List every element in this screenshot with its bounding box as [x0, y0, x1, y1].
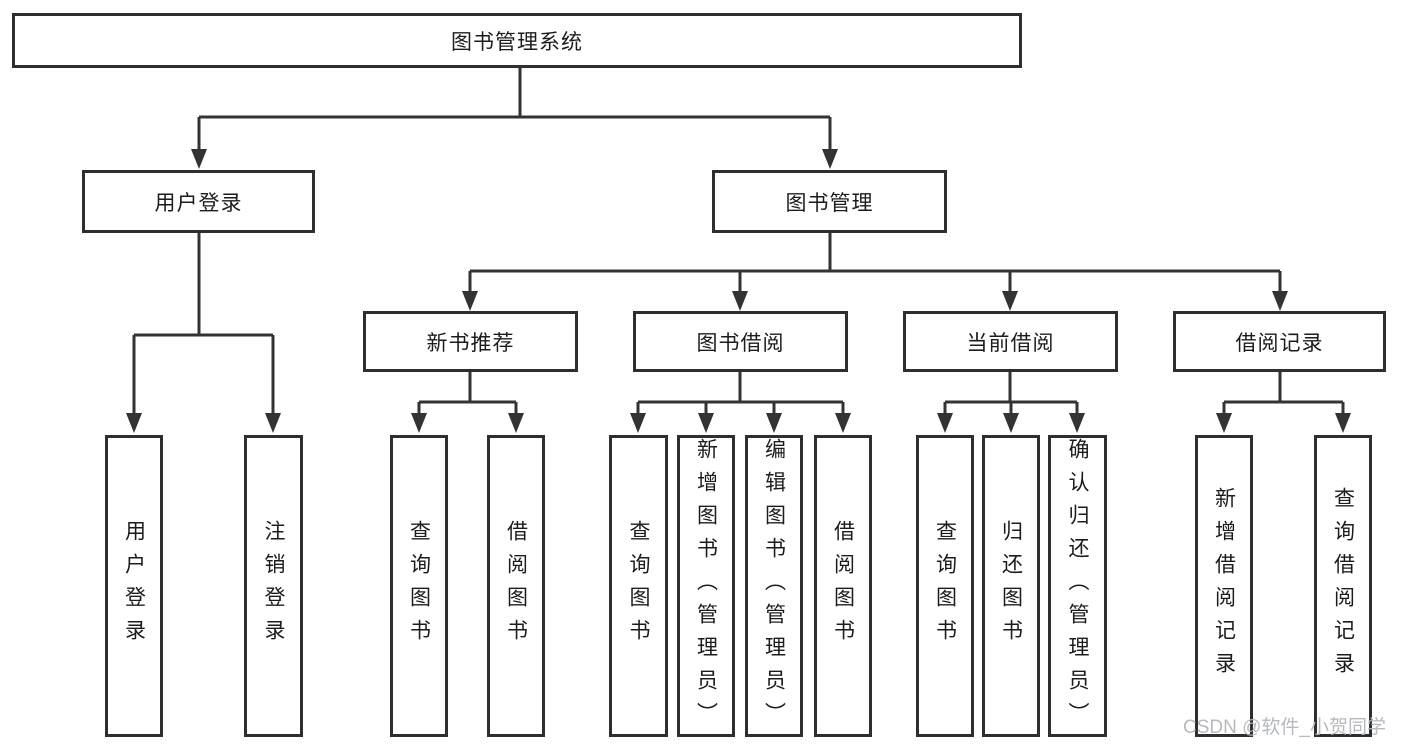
branch-current-borrow [937, 372, 1085, 433]
leaf-logout: 注销登录 [244, 435, 303, 737]
node-root-label: 图书管理系统 [451, 30, 583, 54]
leaf-label: 新增借阅记录 [1212, 487, 1236, 685]
leaf-label: 编辑图书（管理员） [762, 437, 786, 735]
leaf-label: 借阅图书 [831, 520, 855, 652]
leaf-user-login: 用户登录 [105, 435, 163, 737]
leaf-label: 新增图书（管理员） [694, 437, 718, 735]
leaf-label: 查询借阅记录 [1331, 487, 1355, 685]
node-root: 图书管理系统 [12, 13, 1022, 68]
node-book-borrow: 图书借阅 [633, 311, 848, 372]
branch-root [191, 68, 838, 169]
leaf-label: 注销登录 [262, 520, 285, 652]
node-label: 图书管理 [785, 191, 874, 215]
branch-user-login [126, 233, 281, 433]
branch-book-borrow [630, 372, 851, 433]
leaf-label: 用户登录 [122, 520, 146, 652]
branch-new-book-recommend [411, 372, 524, 433]
node-label: 借阅记录 [1235, 331, 1324, 355]
branch-book-management [462, 233, 1288, 311]
leaf-label: 确认归还（管理员） [1066, 437, 1089, 735]
node-label: 当前借阅 [966, 331, 1055, 355]
node-current-borrow: 当前借阅 [903, 311, 1118, 372]
leaf-add-books-admin: 新增图书（管理员） [677, 435, 735, 737]
leaf-query-books-recommend: 查询图书 [390, 435, 448, 737]
leaf-label: 归还图书 [999, 520, 1023, 652]
leaf-borrow-books-recommend: 借阅图书 [487, 435, 545, 737]
leaf-borrow-books: 借阅图书 [814, 435, 872, 737]
csdn-watermark: CSDN @软件_小贺同学 [1183, 717, 1386, 738]
leaf-edit-books-admin: 编辑图书（管理员） [745, 435, 803, 737]
leaf-label: 查询图书 [933, 520, 957, 652]
leaf-return-books: 归还图书 [982, 435, 1040, 737]
branch-borrow-records [1216, 372, 1351, 433]
node-new-book-recommend: 新书推荐 [363, 311, 578, 372]
leaf-add-borrow-record: 新增借阅记录 [1195, 435, 1253, 737]
leaf-query-books-current: 查询图书 [916, 435, 974, 737]
node-label: 新书推荐 [426, 331, 515, 355]
node-book-management: 图书管理 [712, 170, 947, 233]
node-user-login: 用户登录 [82, 170, 315, 233]
node-label: 图书借阅 [696, 331, 785, 355]
node-borrow-records: 借阅记录 [1173, 311, 1386, 372]
leaf-label: 借阅图书 [504, 520, 528, 652]
leaf-confirm-return-admin: 确认归还（管理员） [1048, 435, 1107, 737]
node-label: 用户登录 [154, 191, 243, 215]
leaf-label: 查询图书 [407, 520, 431, 652]
leaf-query-borrow-record: 查询借阅记录 [1314, 435, 1372, 737]
leaf-label: 查询图书 [627, 520, 650, 652]
leaf-query-books-borrow: 查询图书 [609, 435, 668, 737]
